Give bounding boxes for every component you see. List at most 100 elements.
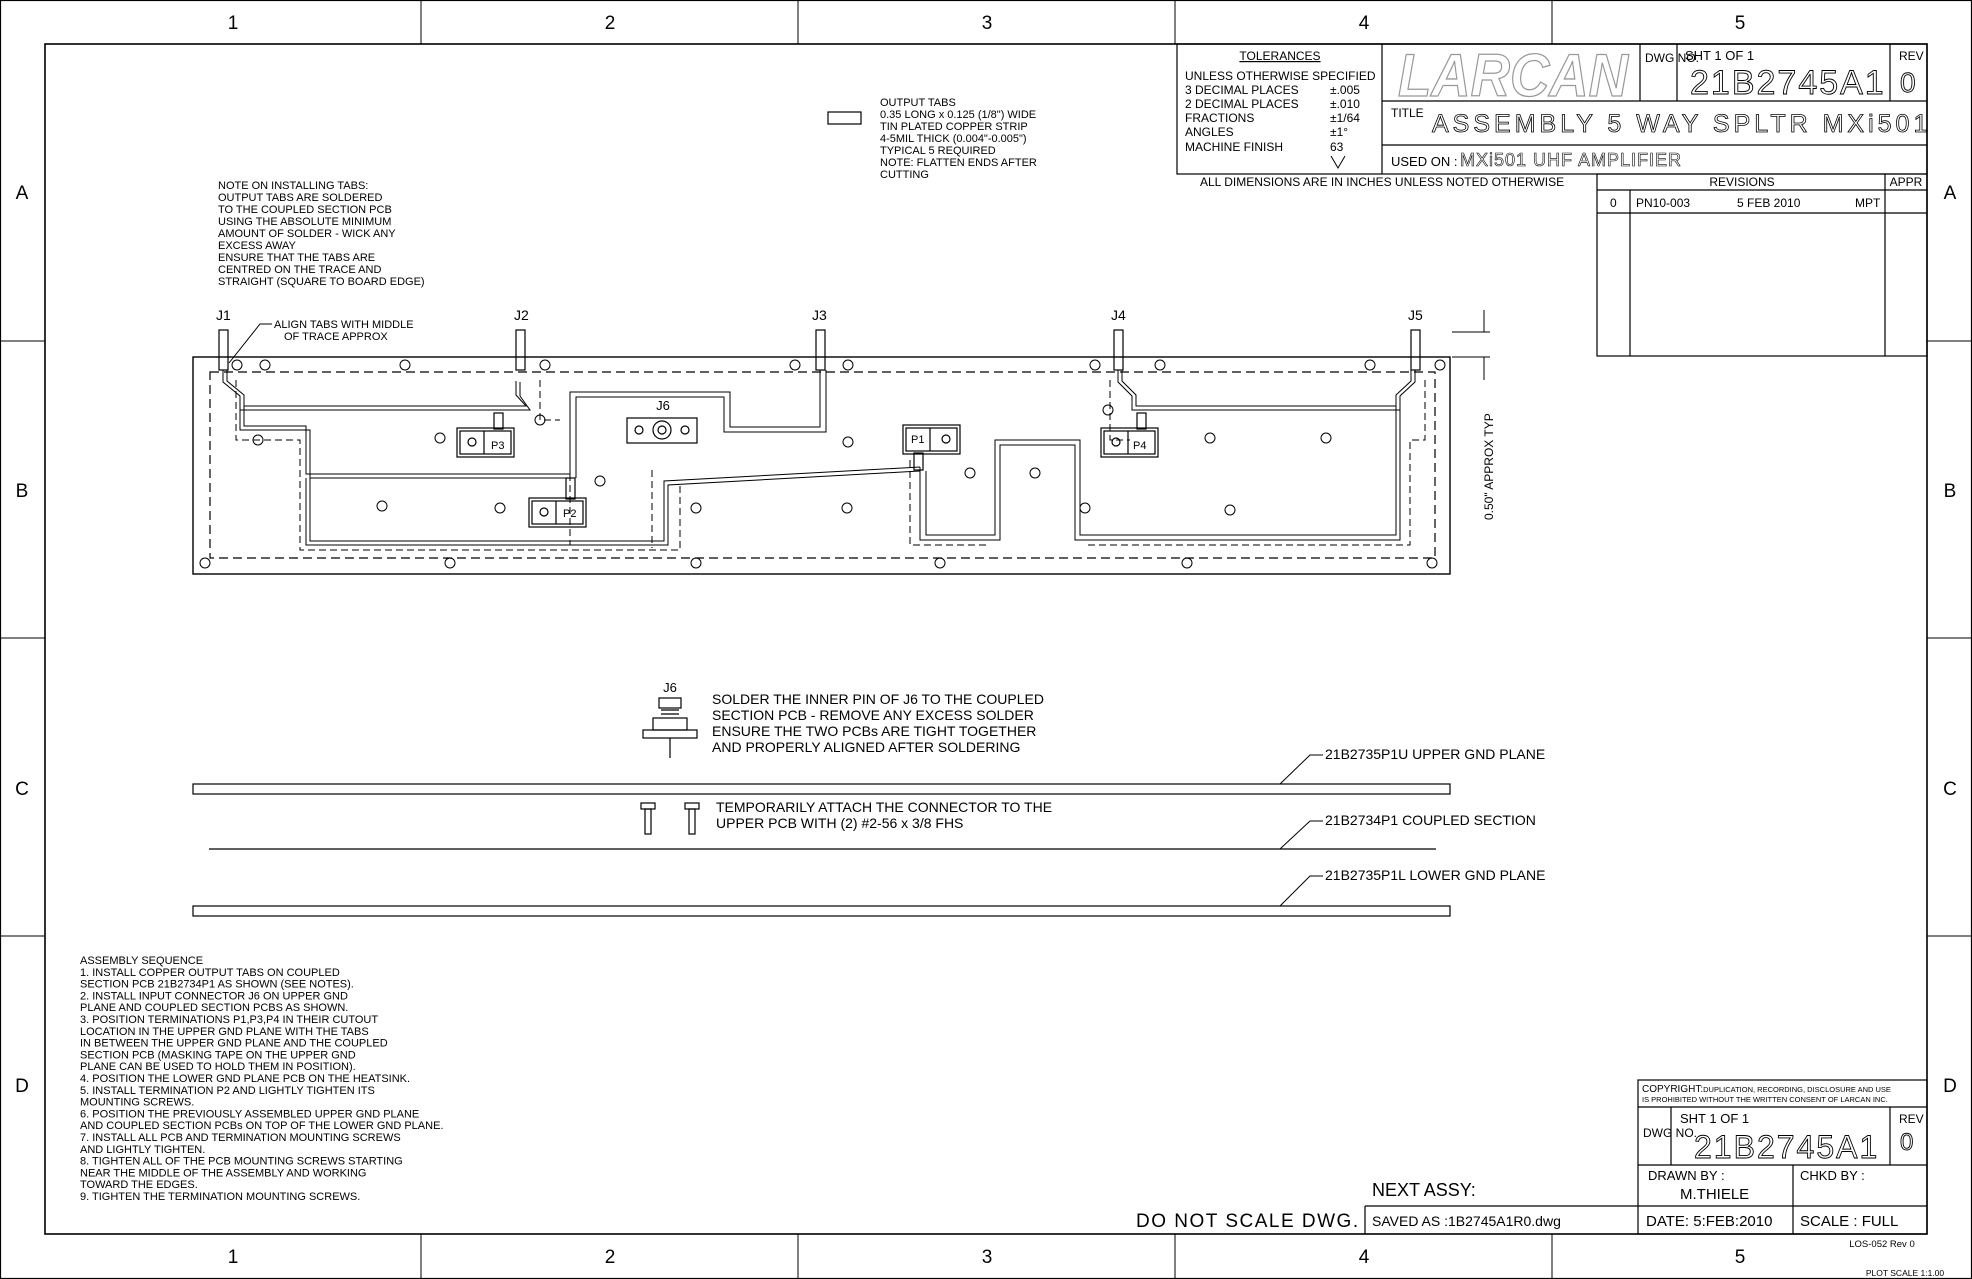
chkd-by-label: CHKD BY : (1800, 1168, 1865, 1183)
label-j5: J5 (1408, 307, 1423, 323)
row-label-right-c: C (1943, 779, 1957, 800)
row-label-left-c: C (15, 779, 29, 800)
output-tabs (218, 329, 1421, 371)
row-label-right-a: A (1944, 183, 1957, 204)
rev-value-bottom: 0 (1900, 1129, 1913, 1156)
col-label-top-5: 5 (1735, 13, 1746, 34)
termination-p3 (456, 412, 515, 458)
label-p4: P4 (1133, 440, 1146, 452)
tol-label-4: MACHINE FINISH (1185, 140, 1283, 154)
col-label-top-3: 3 (982, 13, 993, 34)
tol-value-3: ±1° (1330, 125, 1348, 139)
revision-ecn: PN10-003 (1636, 196, 1690, 210)
layer-leaders (1279, 754, 1323, 907)
inner-border (44, 43, 1928, 1235)
input-connector-j6-top (626, 417, 698, 444)
zone-labels: 1 2 3 4 5 1 2 3 4 5 A B C D A B C D (15, 13, 1957, 1268)
col-label-top-1: 1 (228, 13, 239, 34)
output-tab-symbol (827, 111, 862, 125)
tab-j3 (815, 329, 826, 371)
tab-j5 (1410, 329, 1421, 371)
tab-j4 (1113, 329, 1124, 371)
tolerances-heading: TOLERANCES (1239, 49, 1320, 63)
termination-p4 (1100, 412, 1159, 458)
label-j6-section: J6 (663, 680, 677, 695)
revision-date: 5 FEB 2010 (1737, 196, 1801, 210)
label-j6-top: J6 (656, 398, 670, 413)
form-number: LOS-052 Rev 0 (1849, 1239, 1914, 1250)
pcb-outline (192, 356, 1451, 575)
output-tabs-note: OUTPUT TABS 0.35 LONG x 0.125 (1/8") WID… (880, 97, 1040, 181)
termination-p2 (528, 477, 587, 528)
machine-finish-check-icon (1330, 155, 1346, 169)
align-tabs-note: ALIGN TABS WITH MIDDLE OF TRACE APPROX (274, 319, 417, 343)
row-label-right-b: B (1944, 481, 1957, 502)
tol-label-0: 3 DECIMAL PLACES (1185, 83, 1299, 97)
revisions-appr-label: APPR (1890, 175, 1923, 189)
label-p2: P2 (563, 508, 576, 520)
attach-note: TEMPORARILY ATTACH THE CONNECTOR TO THE … (716, 799, 1056, 831)
title-block (1176, 43, 1928, 357)
copyright-notice: COPYRIGHT:DUPLICATION, RECORDING, DISCLO… (1642, 1084, 1891, 1095)
tolerances-subheading: UNLESS OTHERWISE SPECIFIED (1185, 69, 1376, 83)
lower-gnd-plane (192, 905, 1451, 917)
drawn-by-value: M.THIELE (1680, 1186, 1749, 1203)
date-label: DATE: 5:FEB:2010 (1646, 1213, 1772, 1230)
layer-coupled-label: 21B2734P1 COUPLED SECTION (1325, 812, 1536, 828)
upper-gnd-plane (192, 783, 1451, 795)
label-j2: J2 (514, 307, 529, 323)
tol-value-4: 63 (1330, 140, 1344, 154)
title-label: TITLE (1391, 106, 1424, 120)
install-tabs-note: NOTE ON INSTALLING TABS: OUTPUT TABS ARE… (218, 180, 425, 288)
dwg-number-bottom: 21B2745A1 (1694, 1129, 1879, 1165)
tab-j2 (515, 329, 526, 371)
col-label-bottom-5: 5 (1735, 1247, 1746, 1268)
dwg-no-label-bottom: DWG NO. (1643, 1126, 1697, 1140)
tolerances-footnote: ALL DIMENSIONS ARE IN INCHES UNLESS NOTE… (1200, 175, 1564, 189)
screw-icons (640, 802, 700, 835)
layer-lower-label: 21B2735P1L LOWER GND PLANE (1325, 867, 1545, 883)
col-label-bottom-1: 1 (228, 1247, 239, 1268)
revision-rev: 0 (1610, 196, 1617, 210)
scale-label: SCALE : FULL (1800, 1213, 1898, 1230)
used-on-value: MXi501 UHF AMPLIFIER (1460, 150, 1682, 170)
label-j1: J1 (216, 307, 231, 323)
sheet-label-top: SHT 1 OF 1 (1685, 48, 1754, 63)
bottom-title-block (1364, 1079, 1928, 1235)
dashed-cutouts (235, 380, 1426, 551)
row-label-right-d: D (1943, 1076, 1957, 1097)
ground-plane-outline (209, 371, 1436, 559)
rev-value-top: 0 (1900, 67, 1916, 98)
tol-value-1: ±.010 (1330, 97, 1360, 111)
revision-row: 0 PN10-003 5 FEB 2010 MPT (1610, 196, 1881, 210)
dwg-number-top: 21B2745A1 (1690, 64, 1886, 102)
copyright-notice-line2: IS PROHIBITED WITHOUT THE WRITTEN CONSEN… (1642, 1095, 1888, 1104)
height-dimension (1452, 310, 1490, 380)
company-logo: LARCAN (1398, 42, 1630, 109)
label-j3: J3 (812, 307, 827, 323)
section-view: J6 SOLDER THE INNER PIN OF J6 TO THE COU… (192, 680, 1545, 917)
j6-connector-side-icon (642, 697, 698, 758)
label-p3: P3 (491, 440, 504, 452)
col-label-bottom-3: 3 (982, 1247, 993, 1268)
coupled-traces (222, 370, 1416, 546)
revision-by: MPT (1855, 196, 1881, 210)
label-p1: P1 (911, 434, 924, 446)
tol-value-2: ±1/64 (1330, 111, 1360, 125)
saved-as-label: SAVED AS :1B2745A1R0.dwg (1372, 1213, 1561, 1229)
tol-label-2: FRACTIONS (1185, 111, 1254, 125)
align-tabs-leader (228, 323, 272, 364)
col-label-bottom-4: 4 (1359, 1247, 1370, 1268)
connector-labels: J1 J2 J3 J4 J5 (216, 307, 1423, 323)
col-label-top-2: 2 (605, 13, 616, 34)
rev-label-bottom: REV (1899, 1112, 1924, 1126)
label-j4: J4 (1111, 307, 1126, 323)
plot-scale: PLOT SCALE 1:1.00 (1866, 1268, 1945, 1278)
rev-label-top: REV (1899, 49, 1924, 63)
col-label-bottom-2: 2 (605, 1247, 616, 1268)
pcb-top-view: J1 J2 J3 J4 J5 ALIGN TABS WITH MIDDLE OF… (192, 307, 1496, 575)
col-label-top-4: 4 (1359, 13, 1370, 34)
used-on-label: USED ON : (1391, 154, 1457, 169)
